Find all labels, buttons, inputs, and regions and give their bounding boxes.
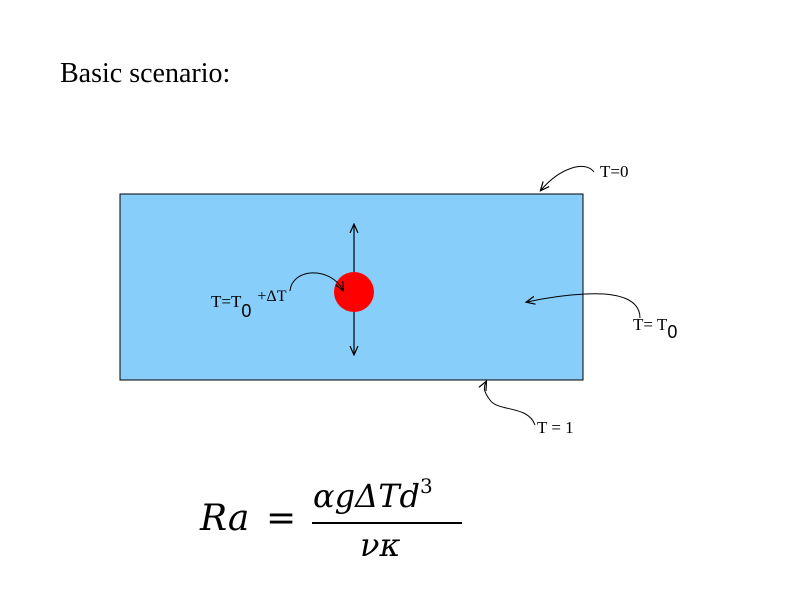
- reference-temperature-label: T= T0: [633, 315, 677, 343]
- formula-exponent: 3: [420, 474, 433, 498]
- formula-denominator: νκ: [360, 526, 401, 564]
- parcel-temperature-increment: +ΔT: [257, 288, 287, 305]
- bottom-boundary-label: T = 1: [537, 418, 574, 437]
- hot-parcel: [334, 272, 374, 312]
- formula-lhs: Ra: [200, 498, 250, 539]
- formula-numerator: αgΔTd3: [313, 474, 433, 515]
- bottom-leader-arrow: [484, 382, 536, 426]
- slide-title: Basic scenario:: [60, 58, 231, 89]
- right-leader-arrow: [527, 293, 641, 319]
- parcel-temperature-subscript: 0: [241, 301, 252, 321]
- formula-numerator-text: αgΔTd: [313, 477, 421, 515]
- parcel-temperature-label: T=T0 +ΔT: [211, 288, 286, 322]
- parcel-leader-arrow: [289, 272, 343, 291]
- rayleigh-formula: Ra = αgΔTd3 νκ: [200, 470, 470, 570]
- top-boundary-label: T=0: [600, 162, 629, 181]
- reference-temperature-text: T= T: [633, 315, 668, 334]
- parcel-temperature-text: T=T: [211, 292, 242, 311]
- formula-equals: =: [266, 498, 297, 539]
- reference-temperature-subscript: 0: [667, 322, 678, 342]
- top-leader-arrow: [541, 165, 595, 190]
- fraction-bar: [312, 522, 462, 524]
